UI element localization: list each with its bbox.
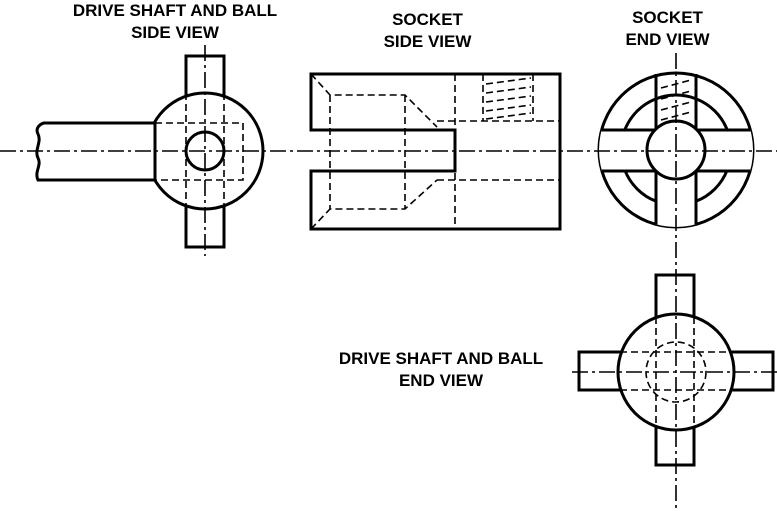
hidden-thread [485,95,532,103]
label-line: SIDE VIEW [131,23,219,42]
hidden-thread [485,104,532,112]
label-line: DRIVE SHAFT AND BALL [338,349,544,368]
label-line: END VIEW [625,30,710,49]
hidden-bore-upper [310,73,438,128]
label-line: SIDE VIEW [383,32,472,51]
hidden-thread [660,101,692,111]
label-shaft-side-view: DRIVE SHAFT AND BALL SIDE VIEW [40,0,310,44]
hidden-thread [485,112,532,120]
hidden-bore-lower [310,179,438,230]
label-line: END VIEW [398,371,484,390]
hidden-thread [485,77,532,85]
label-socket-side-view: SOCKET SIDE VIEW [340,9,515,53]
label-line: DRIVE SHAFT AND BALL [72,1,278,20]
hidden-thread [485,86,532,94]
label-line: SOCKET [632,8,703,27]
label-line: SOCKET [392,10,463,29]
center-lines [0,45,777,508]
label-socket-end-view: SOCKET END VIEW [600,7,735,51]
label-shaft-end-view: DRIVE SHAFT AND BALL END VIEW [313,348,569,392]
